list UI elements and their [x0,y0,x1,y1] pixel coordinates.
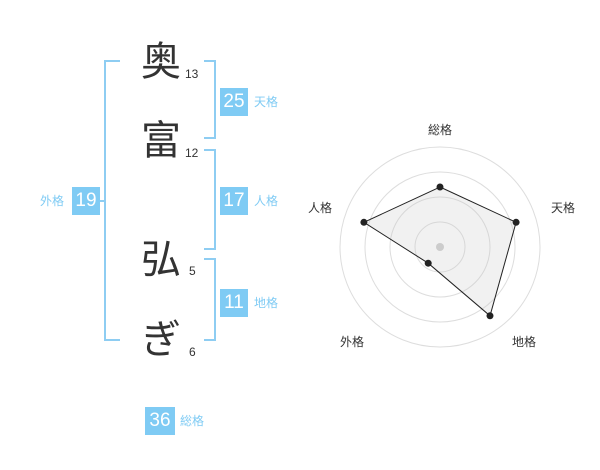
radar-point-0 [436,183,444,191]
chikaku-value-badge: 11 [220,289,248,317]
name-char-4: ぎ [141,317,181,363]
radar-ring-2 [389,196,491,298]
stroke-count-2: 12 [185,146,199,160]
soukaku-label: 総格 [180,414,205,428]
radar-ring-1 [414,221,466,273]
radar-axis-label-chikaku: 地格 [512,334,536,349]
radar-center-dot [436,243,444,251]
jinkaku-bracket [204,149,216,250]
radar-axis-label-soukaku: 総格 [428,122,452,137]
name-char-1: 奥 [141,39,181,85]
tenkaku-bracket [204,60,216,139]
radar-point-1 [512,218,520,226]
stroke-count-4: 6 [189,345,196,359]
radar-polygon [362,186,517,317]
name-char-3: 弘 [141,237,181,283]
radar-axis-label-gaikaku: 外格 [340,334,364,349]
radar-rings [339,146,541,348]
radar-axis-label-tenkaku: 天格 [551,200,575,215]
chikaku-label: 地格 [254,296,279,310]
chikaku-bracket [204,258,216,341]
jinkaku-value-badge: 17 [220,187,248,215]
radar-ring-3 [364,171,516,323]
gaikaku-value-badge: 19 [72,187,100,215]
gaikaku-bracket [104,60,120,341]
radar-point-3 [424,259,432,267]
gaikaku-label: 外格 [40,194,65,208]
fortune-radar-chart: 総格 天格 地格 外格 人格 [308,122,575,349]
stroke-count-3: 5 [189,264,196,278]
gaikaku-connector [98,200,106,202]
radar-point-2 [486,312,494,320]
name-char-2: 富 [141,118,181,164]
radar-point-4 [360,218,368,226]
radar-ring-4 [339,146,541,348]
jinkaku-label: 人格 [254,194,279,208]
tenkaku-label: 天格 [254,95,279,109]
stroke-count-1: 13 [185,67,199,81]
tenkaku-value-badge: 25 [220,88,248,116]
radar-points [360,183,520,320]
soukaku-value-badge: 36 [145,407,175,435]
radar-axis-label-jinkaku: 人格 [308,200,332,215]
